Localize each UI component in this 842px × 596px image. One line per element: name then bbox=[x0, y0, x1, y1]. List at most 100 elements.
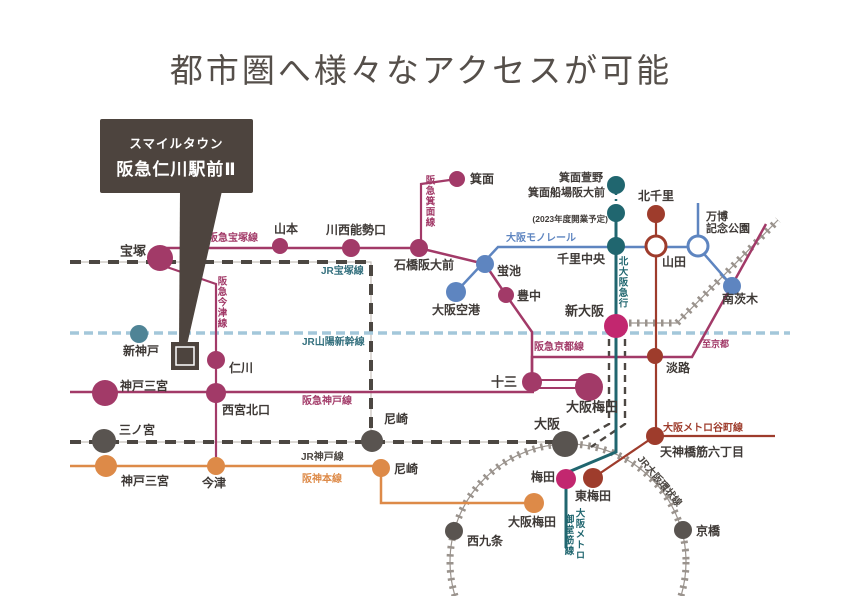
station-label-梅田: 梅田 bbox=[531, 469, 555, 484]
station-川西能勢口 bbox=[342, 239, 360, 257]
station-新神戸 bbox=[130, 325, 148, 343]
station-仁川 bbox=[207, 351, 225, 369]
property-marker bbox=[171, 342, 199, 370]
line-jr-kyoto-line bbox=[629, 217, 781, 327]
line-hanshin-main-line bbox=[70, 464, 533, 505]
station-label-箕面萱野: 箕面萱野 bbox=[558, 170, 603, 184]
station-label-仁川: 仁川 bbox=[229, 360, 253, 375]
station-label-大阪空港: 大阪空港 bbox=[432, 302, 481, 317]
line-label-(2023年度開業予定): (2023年度開業予定) bbox=[532, 214, 608, 224]
station-大阪梅田 bbox=[524, 493, 544, 513]
station-梅田 bbox=[556, 469, 576, 489]
page-title: 都市圏へ様々なアクセスが可能 bbox=[169, 54, 673, 90]
station-label-川西能勢口: 川西能勢口 bbox=[325, 222, 386, 237]
station-label-西九条: 西九条 bbox=[467, 533, 504, 548]
station-南茨木 bbox=[723, 277, 741, 295]
station-神戸三宮 bbox=[92, 380, 118, 406]
property-label-box: スマイルタウン 阪急仁川駅前Ⅱ bbox=[100, 119, 253, 193]
station-label-三ノ宮: 三ノ宮 bbox=[119, 422, 155, 437]
station-label-箕面: 箕面 bbox=[470, 171, 494, 186]
station-大阪空港 bbox=[446, 282, 466, 302]
station-大阪 bbox=[552, 431, 578, 457]
station-label-今津: 今津 bbox=[201, 475, 226, 490]
station-label-蛍池: 蛍池 bbox=[497, 263, 521, 278]
station-label-淡路: 淡路 bbox=[666, 360, 691, 375]
line-label-JR山陽新幹線: JR山陽新幹線 bbox=[302, 335, 365, 348]
station-三ノ宮 bbox=[92, 429, 116, 453]
station-大阪梅田 bbox=[575, 373, 603, 401]
station-淡路 bbox=[647, 348, 663, 364]
line-label-大阪メトロ: 大阪メトロ bbox=[574, 507, 586, 560]
station-label-新神戸: 新神戸 bbox=[123, 343, 159, 358]
line-label-御堂筋線: 御堂筋線 bbox=[563, 513, 576, 556]
property-label-line2: 阪急仁川駅前Ⅱ bbox=[116, 159, 237, 179]
line-label-阪急箕面線: 阪急箕面線 bbox=[424, 174, 437, 227]
station-山本 bbox=[272, 238, 288, 254]
station-label-神戸三宮: 神戸三宮 bbox=[121, 473, 169, 488]
station-label-豊中: 豊中 bbox=[517, 288, 541, 303]
line-label-阪神本線: 阪神本線 bbox=[302, 472, 342, 485]
station-西宮北口 bbox=[206, 383, 226, 403]
line-label-阪急京都線: 阪急京都線 bbox=[534, 340, 584, 353]
station-豊中 bbox=[498, 287, 514, 303]
station-label-天神橋筋六丁目: 天神橋筋六丁目 bbox=[660, 444, 744, 459]
station-label-京橋: 京橋 bbox=[696, 523, 721, 538]
station-label-尼崎: 尼崎 bbox=[394, 461, 418, 476]
line-hankyu-minoo-line bbox=[419, 177, 458, 246]
station-神戸三宮 bbox=[95, 455, 117, 477]
station-label-大阪梅田: 大阪梅田 bbox=[508, 514, 556, 529]
station-label-宝塚: 宝塚 bbox=[120, 243, 146, 258]
line-label-阪急神戸線: 阪急神戸線 bbox=[302, 394, 352, 407]
station-label-石橋阪大前: 石橋阪大前 bbox=[393, 257, 454, 272]
line-label-大阪メトロ谷町線: 大阪メトロ谷町線 bbox=[663, 421, 743, 434]
station-label-千里中央: 千里中央 bbox=[557, 251, 606, 266]
station-label-神戸三宮: 神戸三宮 bbox=[120, 378, 168, 393]
station-label-新大阪: 新大阪 bbox=[565, 303, 605, 318]
station-今津 bbox=[207, 457, 225, 475]
line-label-阪急今津線: 阪急今津線 bbox=[216, 275, 229, 328]
station-箕面萱野 bbox=[607, 176, 625, 194]
station-新大阪 bbox=[604, 314, 628, 338]
station-label-万博記念公園: 万博記念公園 bbox=[705, 209, 750, 235]
line-hankyu-takarazuka-line bbox=[160, 246, 534, 378]
station-十三 bbox=[522, 372, 542, 392]
line-label-JR宝塚線: JR宝塚線 bbox=[321, 264, 364, 277]
station-東梅田 bbox=[583, 468, 603, 488]
line-jr-kyoto-line-overlay bbox=[629, 219, 779, 324]
station-蛍池 bbox=[476, 255, 494, 273]
line-label-JR神戸線: JR神戸線 bbox=[301, 450, 344, 463]
line-hankyu-imazu-line bbox=[160, 263, 218, 466]
station-label-大阪: 大阪 bbox=[534, 416, 561, 431]
station-尼崎 bbox=[372, 459, 390, 477]
station-石橋阪大前 bbox=[410, 239, 428, 257]
line-label-北大阪急行: 北大阪急行 bbox=[617, 255, 630, 308]
station-山田 bbox=[644, 234, 668, 258]
station-label-尼崎: 尼崎 bbox=[384, 411, 408, 426]
station-label-山田: 山田 bbox=[662, 254, 686, 269]
line-label-至京都: 至京都 bbox=[702, 338, 729, 349]
property-label-line1: スマイルタウン bbox=[129, 136, 224, 151]
station-尼崎 bbox=[361, 430, 383, 452]
station-label-山本: 山本 bbox=[274, 221, 298, 236]
station-label-大阪梅田: 大阪梅田 bbox=[566, 399, 618, 414]
line-label-阪急宝塚線: 阪急宝塚線 bbox=[208, 231, 258, 244]
station-箕面船場阪大前 bbox=[607, 204, 625, 222]
station-箕面 bbox=[449, 171, 465, 187]
station-北千里 bbox=[647, 205, 665, 223]
station-宝塚 bbox=[147, 245, 173, 271]
station-label-箕面船場阪大前: 箕面船場阪大前 bbox=[527, 185, 605, 199]
station-天神橋筋六丁目 bbox=[646, 427, 664, 445]
station-label-北千里: 北千里 bbox=[638, 188, 674, 203]
property-pointer bbox=[179, 191, 222, 345]
line-label-大阪モノレール: 大阪モノレール bbox=[506, 231, 576, 244]
station-京橋 bbox=[674, 521, 692, 539]
station-西九条 bbox=[445, 522, 463, 540]
station-万博記念公園 bbox=[686, 234, 710, 258]
station-千里中央 bbox=[607, 237, 625, 255]
station-label-東梅田: 東梅田 bbox=[575, 488, 611, 503]
station-label-西宮北口: 西宮北口 bbox=[222, 402, 270, 417]
property-marker-inner bbox=[175, 346, 195, 366]
line-jr-osaka-shinosaka bbox=[578, 339, 627, 448]
